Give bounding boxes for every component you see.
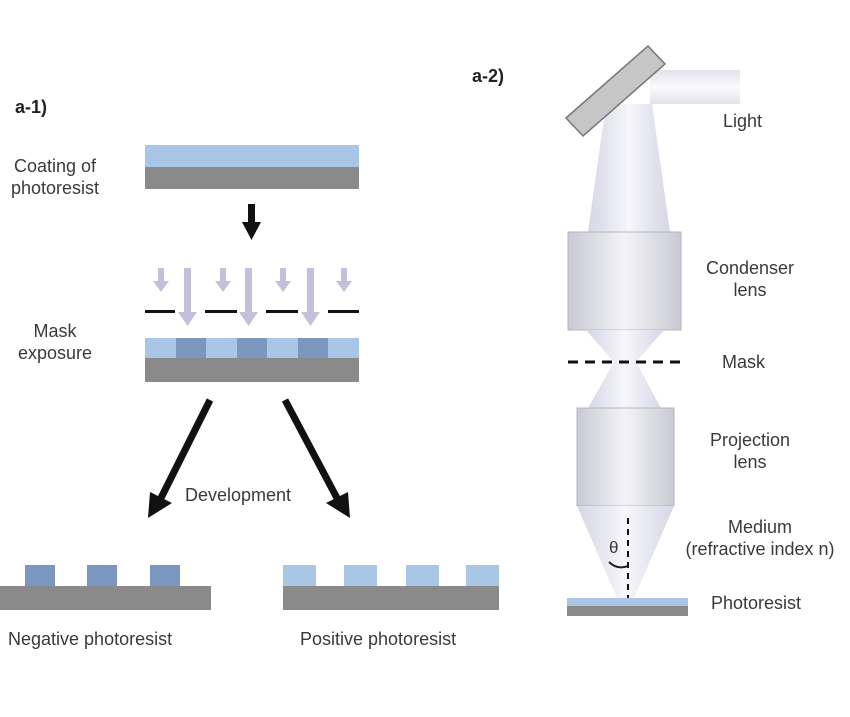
exposed-region — [298, 338, 328, 358]
light-source-tube — [650, 70, 740, 104]
coating-label: Coating of photoresist — [0, 155, 110, 199]
coating-label-line2: photoresist — [10, 178, 100, 198]
projection-label-line1: Projection — [709, 430, 791, 450]
target-wafer — [567, 598, 688, 616]
medium-label-line2: (refractive index n) — [685, 539, 835, 559]
mask-exposure-label-line1: Mask — [33, 321, 77, 341]
positive-result — [283, 565, 499, 610]
condenser-lens — [567, 231, 682, 331]
projection-label-line2: lens — [733, 452, 767, 472]
exposed-region — [176, 338, 206, 358]
photomask — [145, 310, 359, 313]
coated-wafer — [145, 145, 359, 189]
condenser-label-line1: Condenser — [705, 258, 795, 278]
condenser-label-line2: lens — [733, 280, 767, 300]
mask-exposure-label: Mask exposure — [0, 320, 110, 364]
photoresist-layer — [145, 145, 359, 167]
light-label: Light — [723, 111, 763, 131]
projection-lens — [576, 407, 675, 507]
negative-photoresist-label: Negative photoresist — [8, 629, 173, 649]
negative-result — [0, 565, 211, 610]
substrate-layer — [145, 167, 359, 189]
mask-label: Mask — [722, 352, 766, 372]
medium-label: Medium (refractive index n) — [670, 516, 850, 560]
projection-lens-label: Projection lens — [690, 429, 810, 473]
theta-symbol: θ — [609, 538, 619, 557]
panel-a2-title: a-2) — [472, 66, 505, 86]
development-arrow-right — [281, 398, 350, 518]
light-beam-middle — [586, 330, 664, 408]
development-arrow-left — [148, 398, 214, 518]
process-arrow-down — [242, 204, 261, 240]
condenser-lens-label: Condenser lens — [690, 257, 810, 301]
mask-exposure-label-line2: exposure — [17, 343, 93, 363]
light-beam-top — [588, 104, 670, 232]
exposure-arrows — [153, 268, 352, 326]
panel-a1-title: a-1) — [15, 97, 48, 117]
photoresist-label: Photoresist — [711, 593, 802, 613]
development-label: Development — [185, 485, 292, 505]
light-cone-medium — [577, 506, 674, 598]
angle-arc — [608, 561, 629, 569]
exposed-wafer — [145, 338, 359, 382]
exposed-region — [237, 338, 267, 358]
mirror — [564, 44, 667, 138]
positive-photoresist-label: Positive photoresist — [300, 629, 457, 649]
medium-label-line1: Medium — [727, 517, 793, 537]
coating-label-line1: Coating of — [13, 156, 97, 176]
